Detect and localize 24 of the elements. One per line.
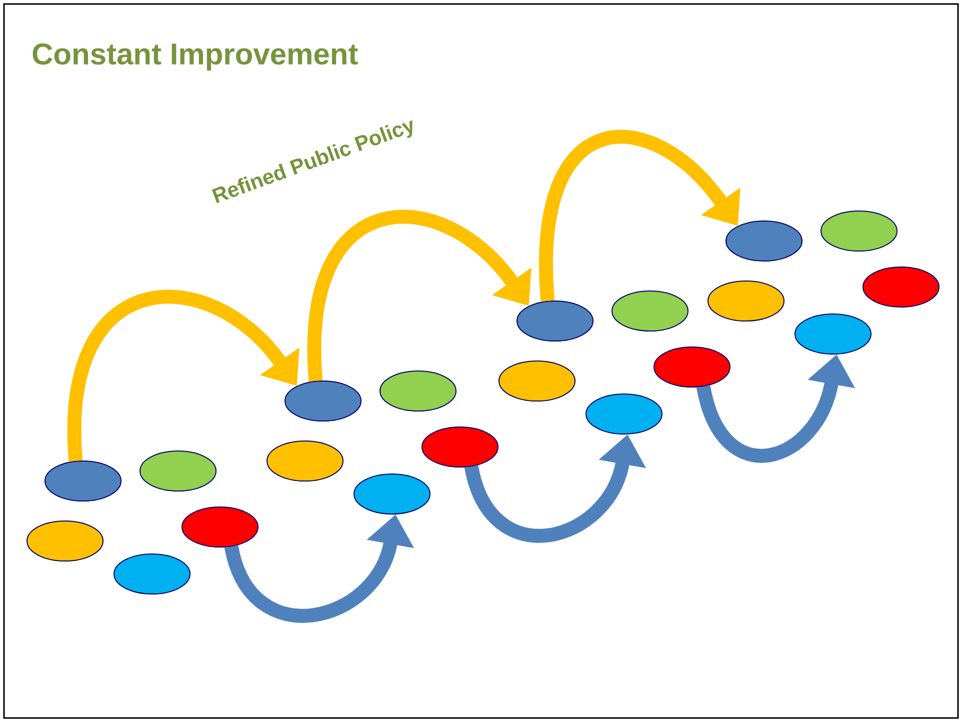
oval <box>114 554 190 594</box>
oval <box>516 300 594 342</box>
oval <box>380 370 456 412</box>
oval <box>422 426 498 468</box>
oval <box>794 314 872 354</box>
oval <box>44 460 122 502</box>
oval <box>284 380 362 422</box>
oval <box>26 520 104 562</box>
oval <box>586 394 662 434</box>
oval <box>862 266 940 308</box>
oval <box>654 346 730 388</box>
oval <box>354 474 430 514</box>
oval <box>266 440 344 482</box>
curved-arrow <box>308 210 532 382</box>
oval <box>498 360 576 402</box>
curved-arrow <box>68 290 300 462</box>
oval <box>708 280 784 322</box>
oval <box>140 450 216 492</box>
oval <box>820 210 898 252</box>
curved-arrow <box>539 130 740 302</box>
title: Constant Improvement <box>32 43 358 71</box>
oval <box>612 290 688 332</box>
oval <box>182 506 258 548</box>
oval <box>726 220 802 262</box>
